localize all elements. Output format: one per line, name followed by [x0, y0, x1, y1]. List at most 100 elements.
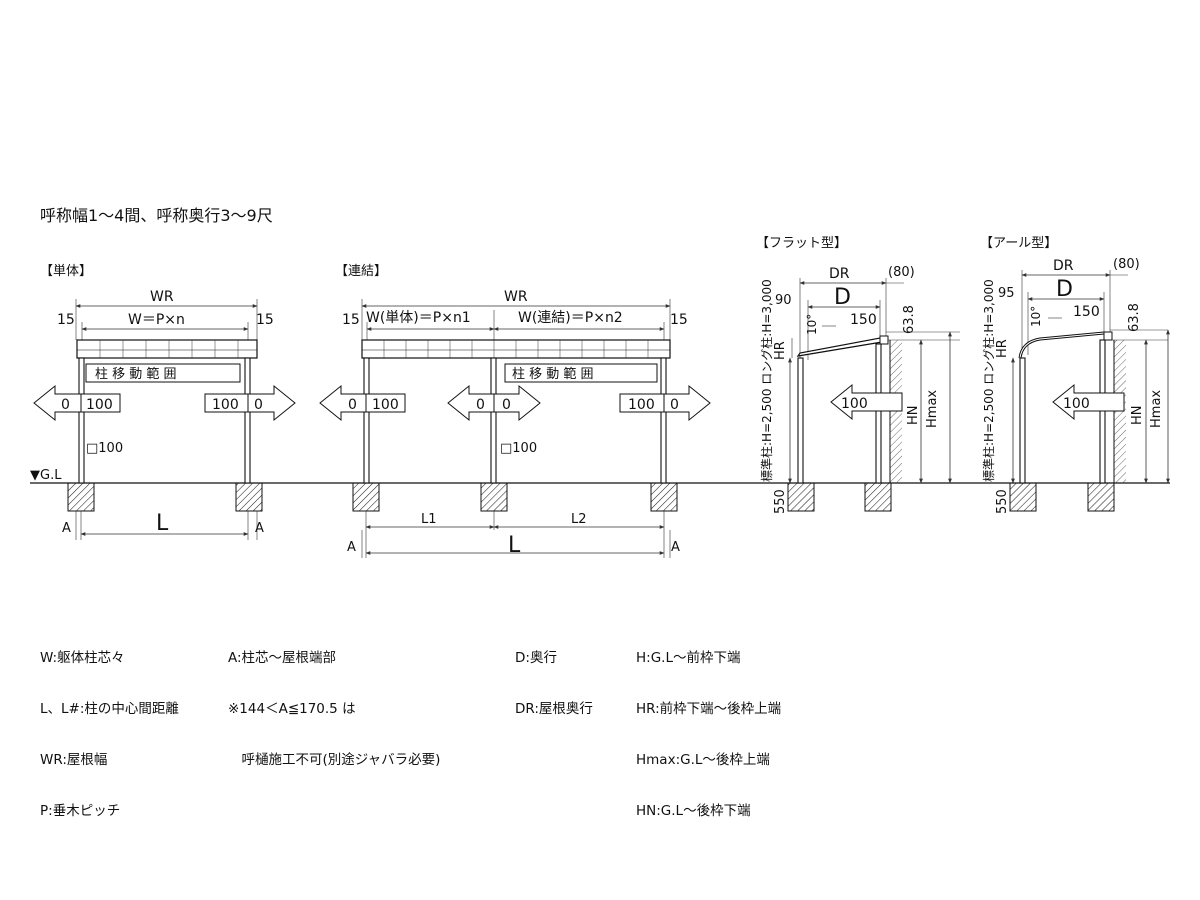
legend-item: DR:屋根奥行 [515, 701, 593, 717]
round-arrow [1052, 383, 1125, 421]
joined-arrow-right [619, 384, 711, 422]
single-post-size: □100 [86, 441, 123, 456]
round-hr: HR [995, 339, 1010, 358]
joined-view: 【連結】 WR 15 15 W(単体)＝P×n1 W(連結)＝P×n2 [319, 264, 711, 558]
round-back-frame [1103, 331, 1113, 341]
single-gl: ▼G.L [30, 468, 62, 483]
joined-w-joined: W(連結)＝P×n2 [518, 310, 623, 326]
joined-arrow3-zero: 0 [670, 397, 679, 413]
legend-item: WR:屋根幅 [40, 752, 108, 768]
joined-arrow3-100: 100 [628, 397, 655, 413]
joined-wr: WR [504, 289, 528, 305]
single-w-formula: W＝P×n [128, 312, 185, 328]
round-footing-back [1087, 482, 1115, 512]
round-hmax: Hmax [1149, 390, 1164, 428]
flat-back-post [875, 343, 882, 484]
flat-arrow-100: 100 [841, 396, 868, 412]
joined-l2: L2 [571, 512, 587, 527]
round-label: 【アール型】 [980, 236, 1057, 251]
single-range-box [85, 363, 241, 383]
round-view: 【アール型】 DR (80) 95 D 10° 150 63.8 100 HR … [980, 236, 1170, 514]
flat-d: D [834, 285, 851, 310]
legend-item: 呼樋施工不可(別途ジャバラ必要) [228, 752, 441, 768]
flat-view: 【フラット型】 DR (80) 90 D 10° 150 63.8 100 HR… [756, 236, 960, 514]
round-d: D [1056, 277, 1073, 302]
legend-item: L、L#:柱の中心間距離 [40, 701, 179, 717]
single-arrow-left [33, 384, 121, 422]
round-dim80: (80) [1113, 257, 1140, 272]
flat-roof [796, 337, 883, 357]
single-arrow-right-100: 100 [212, 397, 239, 413]
single-l: L [156, 511, 169, 536]
round-dim95: 95 [998, 286, 1015, 301]
legend-item: A:柱芯〜屋根端部 [228, 650, 337, 666]
joined-left-15: 15 [342, 312, 360, 328]
single-left-15: 15 [57, 312, 75, 328]
single-footing-right [235, 482, 263, 512]
round-dim550: 550 [995, 489, 1010, 514]
single-post-right [244, 357, 251, 484]
single-range-label: 柱 移 動 範 囲 [95, 367, 177, 382]
joined-range-label: 柱 移 動 範 囲 [512, 367, 594, 382]
flat-dim63: 63.8 [902, 305, 917, 334]
legend-item: W:躯体柱芯々 [40, 650, 125, 666]
legend-col4: H:G.L〜前枠下端 HR:前枠下端〜後枠上端 Hmax:G.L〜後枠上端 HN… [636, 616, 781, 837]
flat-dim150: 150 [850, 312, 877, 328]
round-dim63: 63.8 [1127, 303, 1142, 332]
round-dr: DR [1053, 258, 1074, 274]
flat-dim550: 550 [773, 489, 788, 514]
joined-arrow1-100: 100 [372, 397, 399, 413]
flat-dim80: (80) [888, 265, 915, 280]
single-label: 【単体】 [40, 263, 92, 279]
joined-arrow2-zero-right: 0 [502, 397, 511, 413]
flat-label: 【フラット型】 [756, 236, 847, 251]
single-roof [76, 339, 258, 359]
joined-post-size: □100 [500, 441, 537, 456]
legend-col1: W:躯体柱芯々 L、L#:柱の中心間距離 WR:屋根幅 P:垂木ピッチ [40, 616, 179, 837]
flat-hn: HN [906, 406, 921, 426]
legend-item: HR:前枠下端〜後枠上端 [636, 701, 782, 717]
joined-a-right: A [671, 540, 680, 555]
single-a-right: A [255, 521, 264, 536]
round-front-post [1019, 357, 1026, 484]
legend-item: P:垂木ピッチ [40, 803, 121, 819]
single-arrow-right [204, 384, 296, 422]
single-arrow-left-100: 100 [86, 397, 113, 413]
single-arrow-left-zero: 0 [61, 397, 70, 413]
single-a-left: A [62, 521, 71, 536]
single-right-15: 15 [256, 312, 274, 328]
flat-hmax: Hmax [925, 390, 940, 428]
legend-item: Hmax:G.L〜後枠上端 [636, 752, 770, 768]
legend-item: H:G.L〜前枠下端 [636, 650, 741, 666]
flat-front-post [797, 357, 804, 484]
single-view: 【単体】 WR 15 15 W＝P×n 柱 移 動 範 囲 0 100 [30, 263, 296, 540]
joined-arrow-left [319, 384, 406, 422]
single-arrow-right-zero: 0 [254, 397, 263, 413]
joined-l1: L1 [421, 512, 437, 527]
flat-arrow [830, 383, 903, 421]
round-hn: HN [1130, 406, 1145, 426]
joined-footing-right [650, 482, 678, 512]
joined-arrow2-zero-left: 0 [476, 397, 485, 413]
round-footing-front [1009, 482, 1037, 512]
legend-col2: A:柱芯〜屋根端部 ※144＜A≦170.5 は 呼樋施工不可(別途ジャバラ必要… [228, 616, 440, 786]
flat-hr: HR [773, 341, 788, 360]
flat-h-label: 標準柱:H=2,500 ロング柱:H=3,000 [759, 279, 774, 482]
flat-dr: DR [829, 266, 850, 282]
joined-post-left [363, 357, 370, 484]
joined-range-box [504, 363, 658, 383]
joined-footing-middle [480, 482, 508, 512]
joined-post-right [660, 357, 667, 484]
joined-l: L [508, 533, 521, 558]
round-dim150: 150 [1073, 304, 1100, 320]
round-arrow-100: 100 [1063, 396, 1090, 412]
joined-footing-left [352, 482, 380, 512]
round-angle: 10° [1029, 306, 1043, 327]
legend-item: HN:G.L〜後枠下端 [636, 803, 751, 819]
round-h-label: 標準柱:H=2,500 ロング柱:H=3,000 [981, 279, 996, 482]
joined-post-middle [490, 357, 497, 484]
legend-item: ※144＜A≦170.5 は [228, 701, 356, 717]
single-footing-left [67, 482, 95, 512]
single-post-left [78, 357, 85, 484]
